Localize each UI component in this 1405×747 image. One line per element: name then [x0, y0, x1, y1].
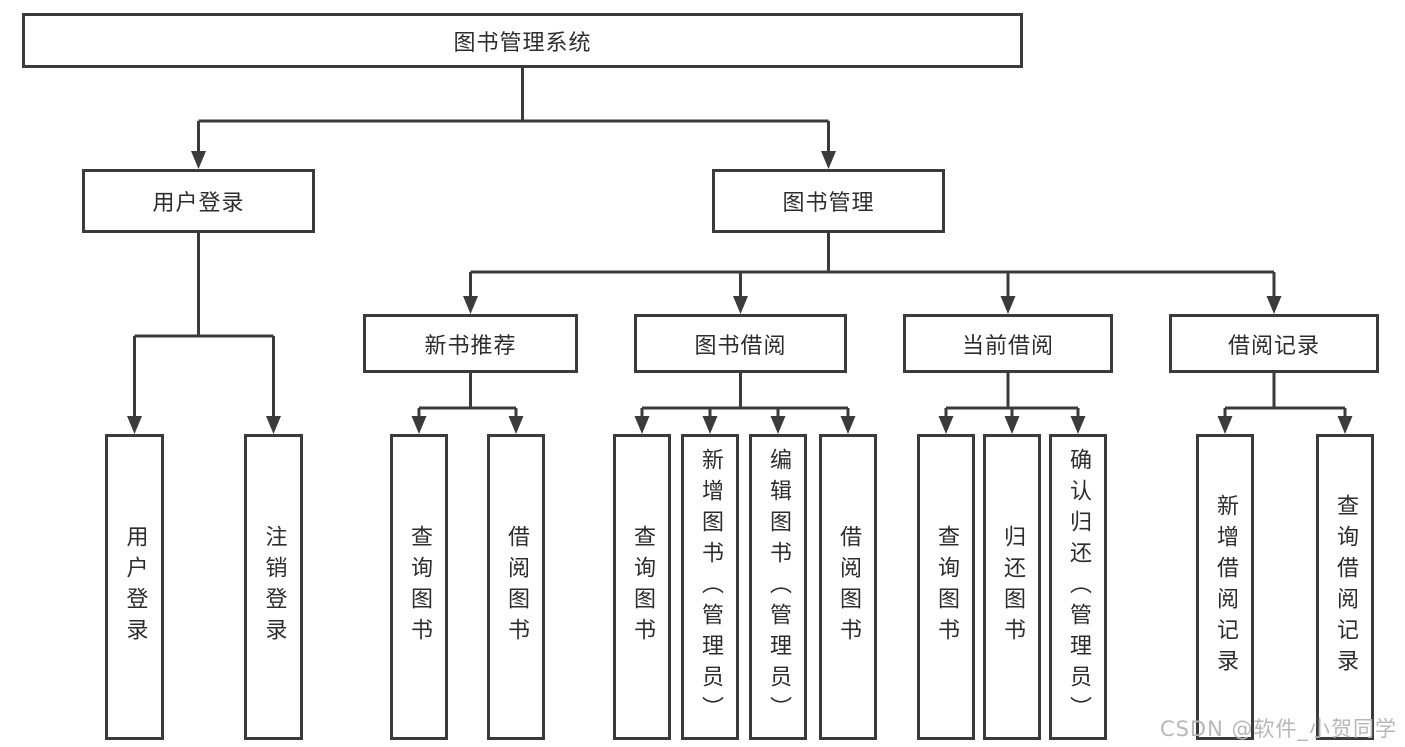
- node-label: 当前借阅: [961, 333, 1054, 359]
- leaf-label: 归还图书: [1000, 525, 1025, 649]
- leaf-label: 借阅图书: [504, 525, 529, 649]
- leaf-label: 用户登录: [122, 525, 148, 649]
- leaf-return-books: 归还图书: [983, 434, 1041, 740]
- leaf-label: 新增图书（管理员）: [698, 447, 723, 727]
- leaf-label: 确认归还（管理员）: [1066, 447, 1091, 727]
- leaf-current-query-books: 查询图书: [917, 434, 975, 740]
- leaf-edit-book-admin: 编辑图书（管理员）: [749, 434, 807, 740]
- leaf-logout: 注销登录: [244, 434, 303, 740]
- node-user-login: 用户登录: [82, 169, 315, 233]
- node-new-book-recommendation: 新书推荐: [363, 314, 578, 373]
- arrow-down-icons: [127, 151, 1353, 434]
- leaf-borrowing-query-books: 查询图书: [613, 434, 671, 740]
- csdn-watermark: CSDN @软件_小贺同学: [1159, 717, 1397, 741]
- node-label: 借阅记录: [1227, 333, 1320, 359]
- leaf-borrowing-borrow-books: 借阅图书: [819, 434, 877, 740]
- leaf-label: 编辑图书（管理员）: [766, 447, 791, 727]
- leaf-query-borrow-record: 查询借阅记录: [1316, 434, 1374, 740]
- leaf-confirm-return-admin: 确认归还（管理员）: [1049, 434, 1107, 740]
- leaf-label: 查询图书: [934, 525, 959, 649]
- leaf-label: 借阅图书: [836, 525, 861, 649]
- node-book-borrowing: 图书借阅: [634, 314, 847, 373]
- leaf-user-login: 用户登录: [105, 434, 164, 740]
- node-label: 新书推荐: [424, 333, 517, 359]
- node-label: 图书借阅: [694, 333, 787, 359]
- node-label: 图书管理: [782, 191, 875, 216]
- leaf-label: 新增借阅记录: [1213, 494, 1238, 680]
- node-borrowing-records: 借阅记录: [1169, 314, 1379, 373]
- leaf-label: 查询图书: [630, 525, 655, 649]
- node-library-management-system: 图书管理系统: [22, 13, 1023, 68]
- leaf-recommend-borrow-books: 借阅图书: [487, 434, 545, 740]
- node-label: 图书管理系统: [453, 30, 592, 56]
- leaf-add-book-admin: 新增图书（管理员）: [681, 434, 739, 740]
- leaf-add-borrow-record: 新增借阅记录: [1196, 434, 1254, 740]
- leaf-label: 注销登录: [261, 525, 287, 649]
- leaf-recommend-query-books: 查询图书: [390, 434, 448, 740]
- leaf-label: 查询图书: [407, 525, 432, 649]
- leaf-label: 查询借阅记录: [1333, 494, 1358, 680]
- node-current-borrowing: 当前借阅: [903, 314, 1113, 373]
- node-label: 用户登录: [152, 191, 245, 216]
- node-book-management: 图书管理: [712, 169, 945, 233]
